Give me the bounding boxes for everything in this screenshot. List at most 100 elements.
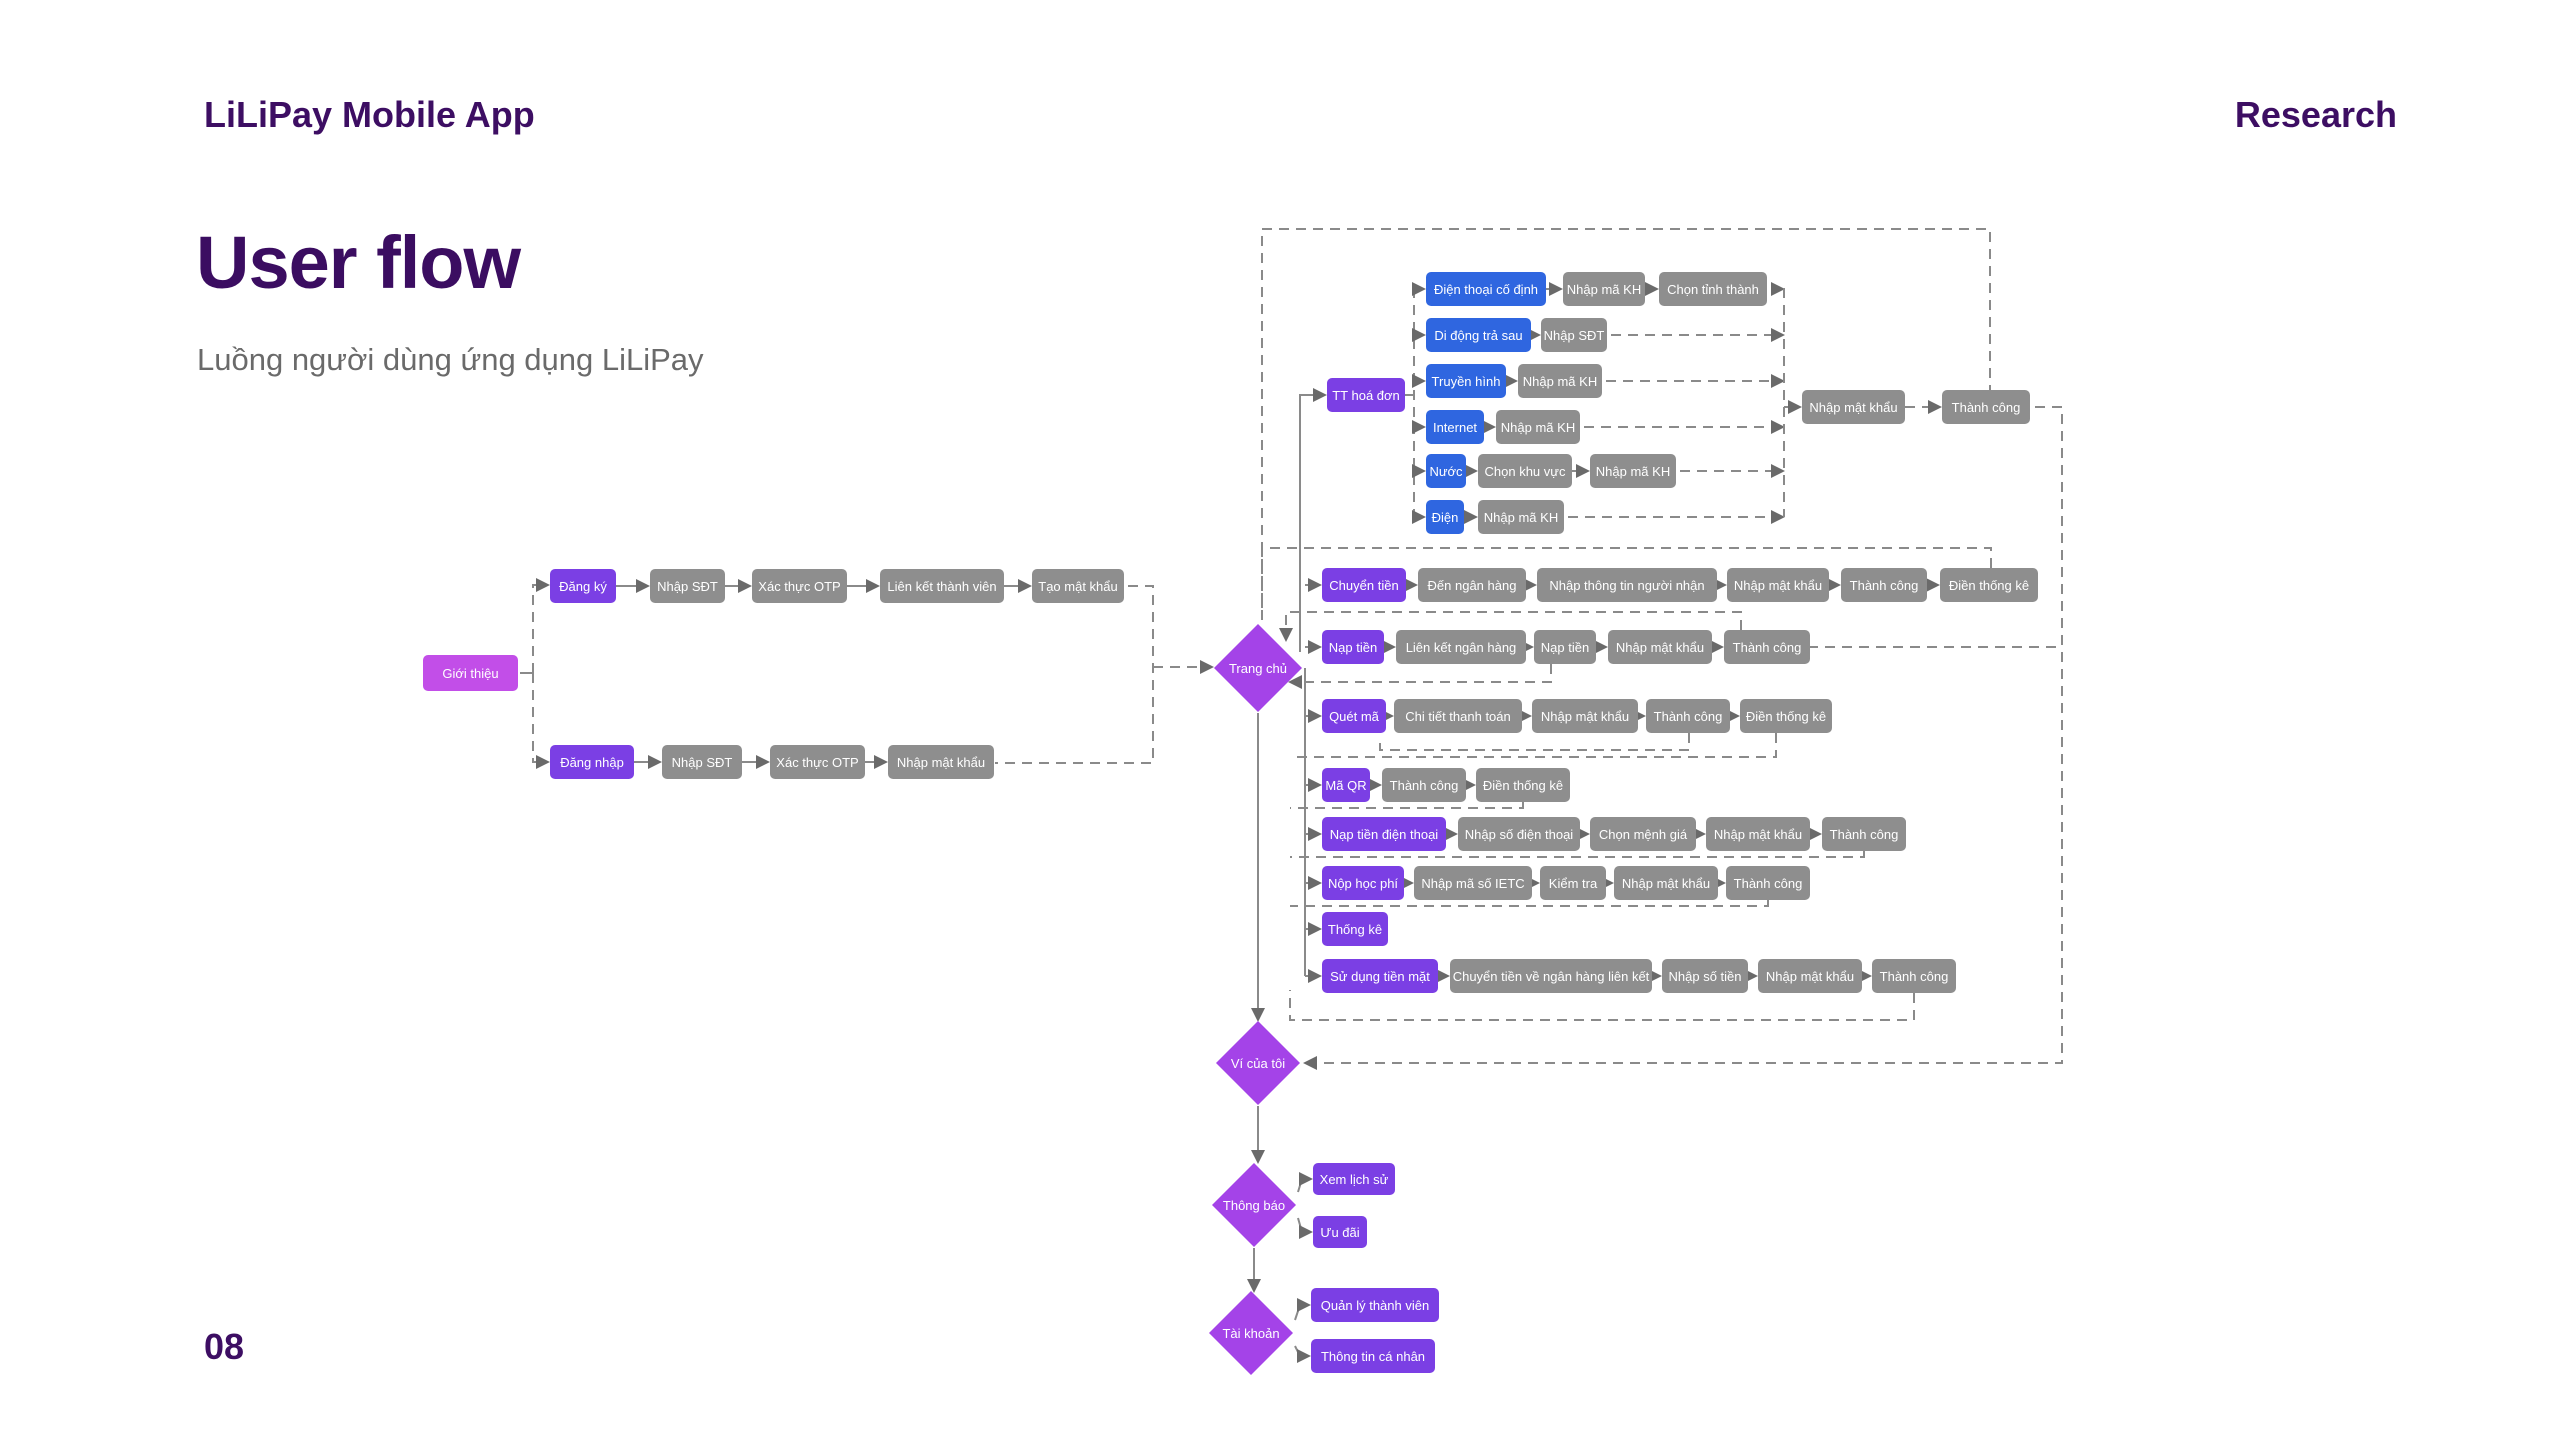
node-hd-thanhcong: Thành công <box>1942 390 2030 424</box>
node-qr-thanhcong: Thành công <box>1382 768 1466 802</box>
node-label: Giới thiệu <box>442 666 498 681</box>
node-tt-hoa-don: TT hoá đơn <box>1327 378 1405 412</box>
node-label: Nhập số điện thoại <box>1465 827 1574 842</box>
node-label: Mã QR <box>1325 778 1366 793</box>
node-dk-otp: Xác thực OTP <box>752 569 847 603</box>
node-nt-naptien: Nạp tiền <box>1534 630 1596 664</box>
node-label: Nhập mật khẩu <box>1541 709 1629 724</box>
connector-line <box>1261 228 1991 620</box>
node-label: Chọn tỉnh thành <box>1667 282 1759 297</box>
node-label: Nhập mật khẩu <box>897 755 985 770</box>
node-tm-matkhau: Nhập mật khẩu <box>1758 959 1862 993</box>
node-label: Nhập mật khẩu <box>1809 400 1897 415</box>
node-label: Nhập mã KH <box>1596 464 1670 479</box>
connector-line <box>1288 664 1552 689</box>
node-su-dung-tien-mat: Sử dụng tiền mặt <box>1322 959 1438 993</box>
node-ct-nganhang: Đến ngân hàng <box>1418 568 1526 602</box>
node-nt-matkhau: Nhập mật khẩu <box>1608 630 1712 664</box>
node-label: Quản lý thành viên <box>1321 1298 1429 1313</box>
node-di-dong-tra-sau: Di động trả sau <box>1426 318 1531 352</box>
brand-title: LiLiPay Mobile App <box>204 94 535 135</box>
node-label: Đến ngân hàng <box>1428 578 1517 593</box>
node-label: Nhập mã số IETC <box>1421 876 1524 891</box>
connector-line <box>1279 611 1742 642</box>
node-ct-thongtin: Nhập thông tin người nhận <box>1537 568 1717 602</box>
node-label: Truyền hình <box>1432 374 1501 389</box>
node-label: Chuyển tiền về ngân hàng liên kết <box>1453 969 1650 984</box>
node-label: Nạp tiền <box>1329 640 1377 655</box>
node-dang-ky: Đăng ký <box>550 569 616 603</box>
node-label: Thống kê <box>1328 922 1382 937</box>
connector-line <box>1303 406 2063 1070</box>
node-label: Nhập mã KH <box>1567 282 1641 297</box>
node-hd-matkhau: Nhập mật khẩu <box>1802 390 1905 424</box>
node-label: Nước <box>1429 464 1463 479</box>
diamond-trang-chu: Trang chủ <box>1214 624 1302 712</box>
node-internet: Internet <box>1426 410 1484 444</box>
node-quet-ma: Quét mã <box>1322 699 1386 733</box>
node-label: Thành công <box>1390 778 1459 793</box>
node-dk-sdt: Nhập SĐT <box>650 569 725 603</box>
node-qm-thongke: Điền thống kê <box>1740 699 1832 733</box>
node-gioi-thieu: Giới thiệu <box>423 655 518 691</box>
node-label: Nạp tiền điện thoại <box>1330 827 1439 842</box>
page-subtitle: Luồng người dùng ứng dụng LiLiPay <box>197 342 704 377</box>
node-xem-lich-su: Xem lịch sử <box>1313 1163 1395 1195</box>
connector-line <box>1290 900 1769 907</box>
node-label: Nhập mật khẩu <box>1616 640 1704 655</box>
node-label: Thành công <box>1952 400 2021 415</box>
node-label: Quét mã <box>1329 709 1380 724</box>
node-label: Chọn khu vực <box>1485 464 1566 479</box>
node-dn-otp: Xác thực OTP <box>770 745 865 779</box>
node-chuyen-tien: Chuyển tiền <box>1322 568 1406 602</box>
node-thong-ke: Thống kê <box>1322 912 1388 946</box>
node-quan-ly-tv: Quản lý thành viên <box>1311 1288 1439 1322</box>
node-label: Kiểm tra <box>1549 876 1598 891</box>
node-dtcd-ma: Nhập mã KH <box>1563 272 1645 306</box>
diamond-label: Thông báo <box>1223 1198 1285 1213</box>
node-dn-matkhau: Nhập mật khẩu <box>888 745 994 779</box>
node-label: Thành công <box>1880 969 1949 984</box>
connector-line <box>1289 990 1915 1021</box>
node-label: Chi tiết thanh toán <box>1405 709 1511 724</box>
node-uu-dai: Ưu đãi <box>1313 1216 1367 1248</box>
node-nap-tien: Nạp tiền <box>1322 630 1384 664</box>
node-label: Sử dụng tiền mặt <box>1330 969 1430 984</box>
node-label: Điền thống kê <box>1949 578 2029 593</box>
node-label: Liên kết ngân hàng <box>1406 640 1517 655</box>
node-nap-tien-dt: Nạp tiền điện thoại <box>1322 817 1446 851</box>
page-title: User flow <box>196 221 521 304</box>
node-label: Nhập SĐT <box>657 579 718 594</box>
node-ma-qr: Mã QR <box>1322 768 1370 802</box>
node-ct-thanhcong: Thành công <box>1841 568 1927 602</box>
diamond-label: Ví của tôi <box>1231 1056 1285 1071</box>
diamond-label: Trang chủ <box>1229 661 1287 676</box>
connector-line <box>532 578 550 673</box>
node-label: Nộp học phí <box>1328 876 1398 891</box>
node-label: Nhập mã KH <box>1484 510 1558 525</box>
node-qr-thongke: Điền thống kê <box>1476 768 1570 802</box>
connector-line <box>1290 733 1777 758</box>
node-qm-matkhau: Nhập mật khẩu <box>1532 699 1638 733</box>
node-nuoc-ma: Nhập mã KH <box>1590 454 1676 488</box>
connector-line <box>532 673 550 769</box>
node-tm-chuyen: Chuyển tiền về ngân hàng liên kết <box>1450 959 1652 993</box>
node-nop-hoc-phi: Nộp học phí <box>1322 866 1404 900</box>
node-ddts-sdt: Nhập SĐT <box>1541 318 1607 352</box>
connector-line <box>1299 388 1327 652</box>
node-label: Nhập thông tin người nhận <box>1549 578 1704 593</box>
node-nuoc-khuvuc: Chọn khu vực <box>1478 454 1572 488</box>
node-dien-thoai-co-dinh: Điện thoại cố định <box>1426 272 1546 306</box>
node-label: Thành công <box>1654 709 1723 724</box>
node-label: Thành công <box>1734 876 1803 891</box>
node-nt-lienket: Liên kết ngân hàng <box>1396 630 1526 664</box>
connector-line <box>1261 547 1992 620</box>
node-label: Tạo mật khẩu <box>1038 579 1118 594</box>
connector-line <box>1297 1217 1313 1239</box>
node-dang-nhap: Đăng nhập <box>550 745 634 779</box>
node-label: Điền thống kê <box>1746 709 1826 724</box>
node-qm-chitiet: Chi tiết thanh toán <box>1394 699 1522 733</box>
node-label: Thành công <box>1733 640 1802 655</box>
node-label: TT hoá đơn <box>1332 388 1400 403</box>
